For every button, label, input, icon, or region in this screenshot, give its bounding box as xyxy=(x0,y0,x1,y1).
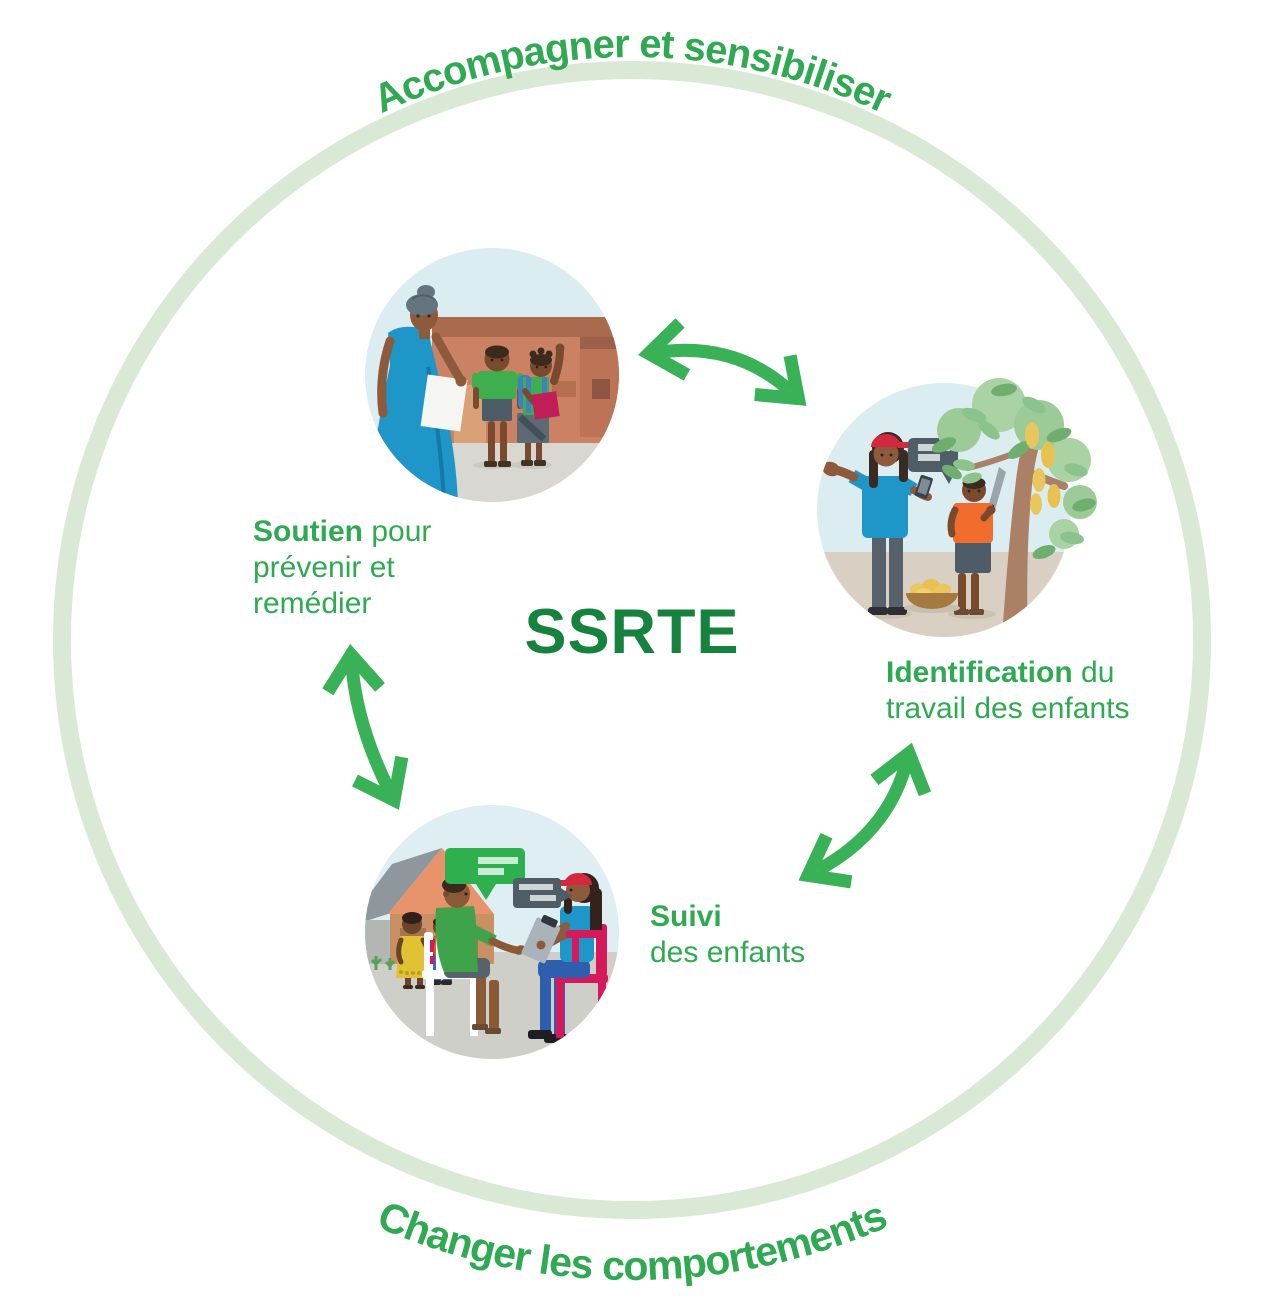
speech-bubble-green xyxy=(445,848,525,900)
boy-with-machete-figure xyxy=(947,467,1006,615)
school-building xyxy=(432,317,619,443)
cocoa-tree-foliage xyxy=(931,378,1097,559)
interviewed-man-figure xyxy=(435,877,526,1034)
outer-cycle-ring xyxy=(53,61,1211,1219)
schoolgirl-figure xyxy=(517,343,565,466)
label-identification-line1: Identification du xyxy=(886,655,1129,691)
arrow-right-double xyxy=(818,764,906,870)
center-title: SSRTE xyxy=(524,597,740,667)
speech-bubble-gray xyxy=(513,878,572,908)
label-soutien-bold-word: Soutien xyxy=(253,515,363,548)
label-suivi-line2: des enfants xyxy=(650,936,806,969)
cocoa-pods-bowl xyxy=(904,579,960,613)
label-identification-line2: travail des enfants xyxy=(886,692,1130,725)
school-support-scene-illustration xyxy=(365,248,619,502)
arrow-left-double xyxy=(352,666,389,790)
label-suivi: Suivi des enfants xyxy=(650,899,805,971)
arrow-top-double xyxy=(660,350,790,391)
cycle-arrows xyxy=(352,350,906,870)
label-identification-bold-word: Identification xyxy=(886,656,1073,689)
label-identification-rest: du xyxy=(1072,656,1115,689)
label-soutien-rest: pour xyxy=(363,515,432,548)
label-soutien-line1: Soutien pour xyxy=(253,514,431,550)
crimson-chair-front xyxy=(556,930,606,1038)
label-soutien-line2: prévenir et xyxy=(253,551,395,584)
monitor-with-phone-figure xyxy=(822,432,933,615)
label-suivi-line1: Suivi xyxy=(650,899,805,935)
cocoa-pods-on-tree xyxy=(1025,422,1061,515)
cocoa-field-identification-scene-illustration xyxy=(817,378,1097,637)
label-soutien: Soutien pour prévenir et remédier xyxy=(253,514,431,622)
label-soutien-line3: remédier xyxy=(253,587,372,620)
label-suivi-bold-word: Suivi xyxy=(650,900,722,933)
household-interview-scene-illustration xyxy=(365,805,619,1059)
label-identification: Identification du travail des enfants xyxy=(886,655,1129,727)
